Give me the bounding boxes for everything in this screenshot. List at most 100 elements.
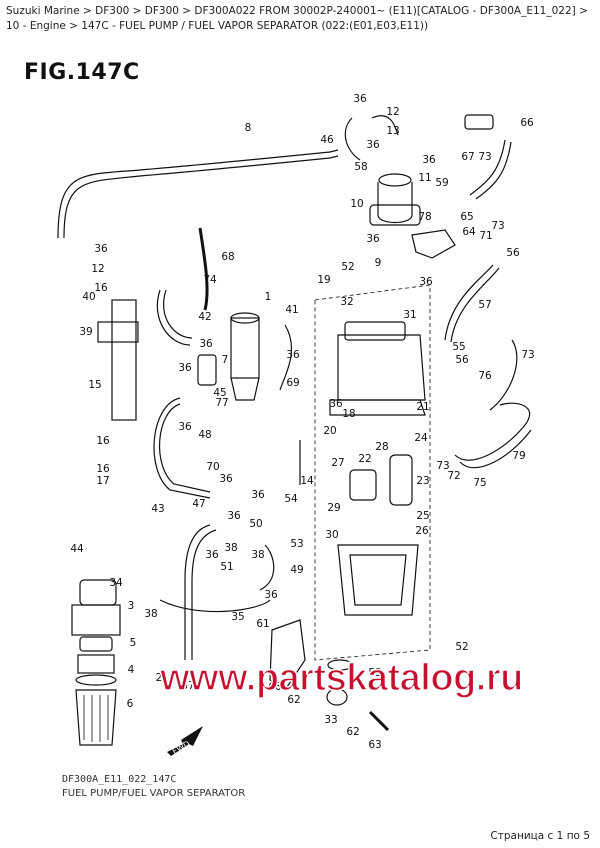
callout-label: 16 (96, 435, 110, 447)
callout-label: 36 (286, 349, 300, 361)
callout-label: 68 (221, 251, 234, 263)
callout-label: 41 (285, 304, 298, 316)
callout-label: 36 (227, 510, 241, 522)
callout-label: 2 (156, 672, 163, 684)
callout-label: 15 (88, 379, 101, 391)
hose-8-inner (63, 155, 339, 239)
callout-label: 12 (386, 106, 399, 118)
bolt-63 (368, 710, 390, 732)
callout-label: 28 (375, 441, 388, 453)
callout-label: 36 (422, 154, 436, 166)
fwd-label: FWD (171, 739, 192, 756)
callout-label: 48 (198, 429, 211, 441)
callout-label: 62 (346, 726, 359, 738)
hose-42-inner (163, 289, 193, 339)
callout-label: 10 (350, 198, 363, 210)
callout-label: 43 (151, 503, 164, 515)
callout-label: 4 (128, 664, 135, 676)
callout-label: 8 (245, 122, 252, 134)
callout-label: 73 (521, 349, 534, 361)
callout-label: 27 (331, 457, 344, 469)
callout-label: 25 (416, 510, 429, 522)
hose-47-inner (158, 403, 211, 493)
pump-10-top (378, 173, 412, 187)
callout-label: 79 (512, 450, 525, 462)
callout-label: 53 (368, 667, 381, 679)
callout-label: 61 (256, 618, 269, 630)
watermark: www.partskatalog.ru (159, 656, 524, 700)
bowl-6-ribs (83, 695, 109, 742)
callout-label: 73 (478, 151, 491, 163)
callout-label: 36 (419, 276, 433, 288)
callout-label: 30 (325, 529, 338, 541)
element-4 (77, 654, 115, 674)
page-indicator: Страница с 1 по 5 (490, 830, 590, 842)
hose-67 (469, 139, 506, 196)
callout-label: 52 (455, 641, 468, 653)
breadcrumb: Suzuki Marine > DF300 > DF300 > DF300A02… (6, 5, 588, 32)
pump-10-body (377, 182, 413, 224)
separator-bowl (337, 544, 419, 616)
callout-label: 17 (96, 475, 109, 487)
callout-label: 52 (341, 261, 354, 273)
callout-label: 33 (324, 714, 337, 726)
callout-label: 70 (206, 461, 219, 473)
callout-label: 66 (520, 117, 534, 129)
separator-bowl-inner (349, 554, 407, 606)
callout-label: 63 (368, 739, 381, 751)
callout-label: 13 (386, 125, 399, 137)
callout-label: 36 (178, 362, 192, 374)
callout-label: 39 (79, 326, 92, 338)
bracket-64 (411, 229, 456, 259)
callout-label: 19 (317, 274, 330, 286)
callout-label: 20 (323, 425, 336, 437)
callout-label: 38 (251, 549, 264, 561)
figure-title: FIG.147C (24, 60, 140, 85)
callout-label: 45 (213, 387, 226, 399)
callout-label: 44 (70, 543, 84, 555)
separator-cap (344, 321, 406, 341)
hose-41 (279, 324, 293, 391)
callout-label: 64 (462, 226, 476, 238)
callout-label: 36 (94, 243, 108, 255)
hose-37-inner (191, 529, 217, 660)
pump-10-base (369, 204, 421, 226)
figure-caption: FUEL PUMP/FUEL VAPOR SEPARATOR (62, 788, 246, 799)
callout-label: 9 (375, 257, 382, 269)
callout-label: 11 (418, 172, 431, 184)
hose-75 (454, 402, 531, 461)
callout-label: 53 (290, 538, 303, 550)
callout-label: 23 (416, 475, 429, 487)
callout-label: 57 (478, 299, 491, 311)
grommet-33 (326, 688, 348, 706)
callout-label: 50 (249, 518, 262, 530)
callout-label: 1 (265, 291, 272, 303)
callout-label: 62 (287, 694, 300, 706)
callout-label: 36 (219, 473, 233, 485)
hose-13 (371, 115, 399, 136)
hose-42 (156, 289, 191, 346)
callout-label: 77 (215, 397, 228, 409)
callout-label: 40 (82, 291, 95, 303)
callout-label: 36 (366, 233, 380, 245)
callout-label: 26 (415, 525, 429, 537)
callout-label: 36 (264, 589, 278, 601)
callout-label: 49 (290, 564, 303, 576)
hose-8 (57, 149, 339, 239)
callout-label: 74 (203, 274, 217, 286)
callout-label: 78 (418, 211, 431, 223)
callout-label: 58 (354, 161, 367, 173)
callout-label: 73 (436, 460, 449, 472)
bracket-60 (269, 619, 306, 691)
hose-47 (153, 397, 211, 499)
bracket-15 (111, 299, 137, 421)
hose-76 (489, 339, 518, 411)
filter-22 (349, 469, 377, 501)
callout-label: 35 (231, 611, 244, 623)
callout-label: 36 (205, 549, 219, 561)
callout-label: 56 (506, 247, 520, 259)
tie-68 (198, 227, 209, 311)
callout-label: 16 (94, 282, 108, 294)
